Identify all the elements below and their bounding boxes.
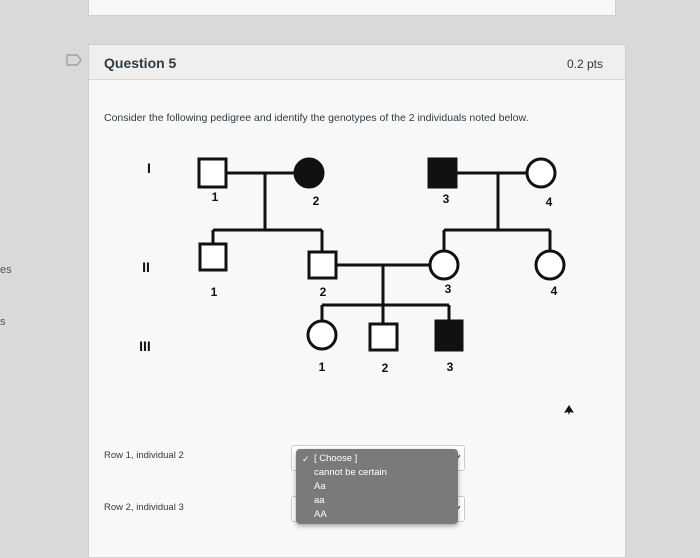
gen1-individual-4-female [525,157,557,189]
gen2-number-3: 3 [445,282,452,296]
dropdown-option-cannot-be-certain[interactable]: cannot be certain [296,466,458,480]
pedigree-chart: I II III 1 2 3 4 1 2 3 4 1 2 3 [139,157,566,375]
gen2-number-2: 2 [320,285,327,299]
generation-label-2: II [142,259,150,275]
checkmark-icon: ✓ [302,454,310,464]
question-title: Question 5 [104,55,177,71]
gen1-number-1: 1 [212,190,219,204]
gen2-individual-3-female [428,249,460,281]
gen1-individual-3-male-affected [427,157,458,189]
gen1-individual-1-male [197,157,228,189]
gen2-individual-2-male [307,250,338,280]
gen3-number-3: 3 [447,360,454,374]
flag-question-icon[interactable] [65,53,83,67]
gen1-number-4: 4 [546,195,553,209]
question-text: Consider the following pedigree and iden… [104,112,529,124]
gen2-individual-4-female [534,249,566,281]
dropdown-option-label: cannot be certain [314,467,387,478]
left-edge-fragment: es [0,264,12,276]
gen2-number-1: 1 [211,285,218,299]
gen3-number-2: 2 [382,361,389,375]
dropdown-option-label: aa [314,495,325,506]
gen3-number-1: 1 [319,360,326,374]
dropdown-option-homozygous-recessive[interactable]: aa [296,494,458,508]
gen3-individual-1-female [306,319,338,351]
pedigree-lines [211,171,552,324]
generation-label-1: I [147,160,151,176]
pedigree-symbols [197,157,566,352]
left-edge-fragment: s [0,316,6,328]
dropdown-option-label: AA [314,509,327,520]
question-header: Question 5 0.2 pts [66,45,625,80]
dropdown-option-label: Aa [314,481,326,492]
question-points: 0.2 pts [566,57,603,71]
previous-question-card [88,0,616,16]
gen3-individual-2-male [368,322,399,352]
dropdown-option-choose[interactable]: ✓ [ Choose ] [296,452,458,466]
answer-row-2-label: Row 2, individual 3 [104,502,184,513]
dropdown-option-heterozygous[interactable]: Aa [296,480,458,494]
dropdown-option-label: [ Choose ] [314,453,358,464]
answer-row-1-label: Row 1, individual 2 [104,450,184,461]
mouse-cursor-icon [564,405,574,415]
gen1-number-2: 2 [313,194,320,208]
gen2-individual-1-male [198,242,228,272]
gen1-individual-2-female-affected [293,157,325,189]
gen3-individual-3-male-affected [434,319,464,352]
dropdown-option-homozygous-dominant[interactable]: AA [296,508,458,522]
generation-label-3: III [139,338,151,354]
gen2-number-4: 4 [551,284,558,298]
gen1-number-3: 3 [443,192,450,206]
genotype-dropdown-menu: ✓ [ Choose ] cannot be certain Aa aa AA [296,449,458,524]
